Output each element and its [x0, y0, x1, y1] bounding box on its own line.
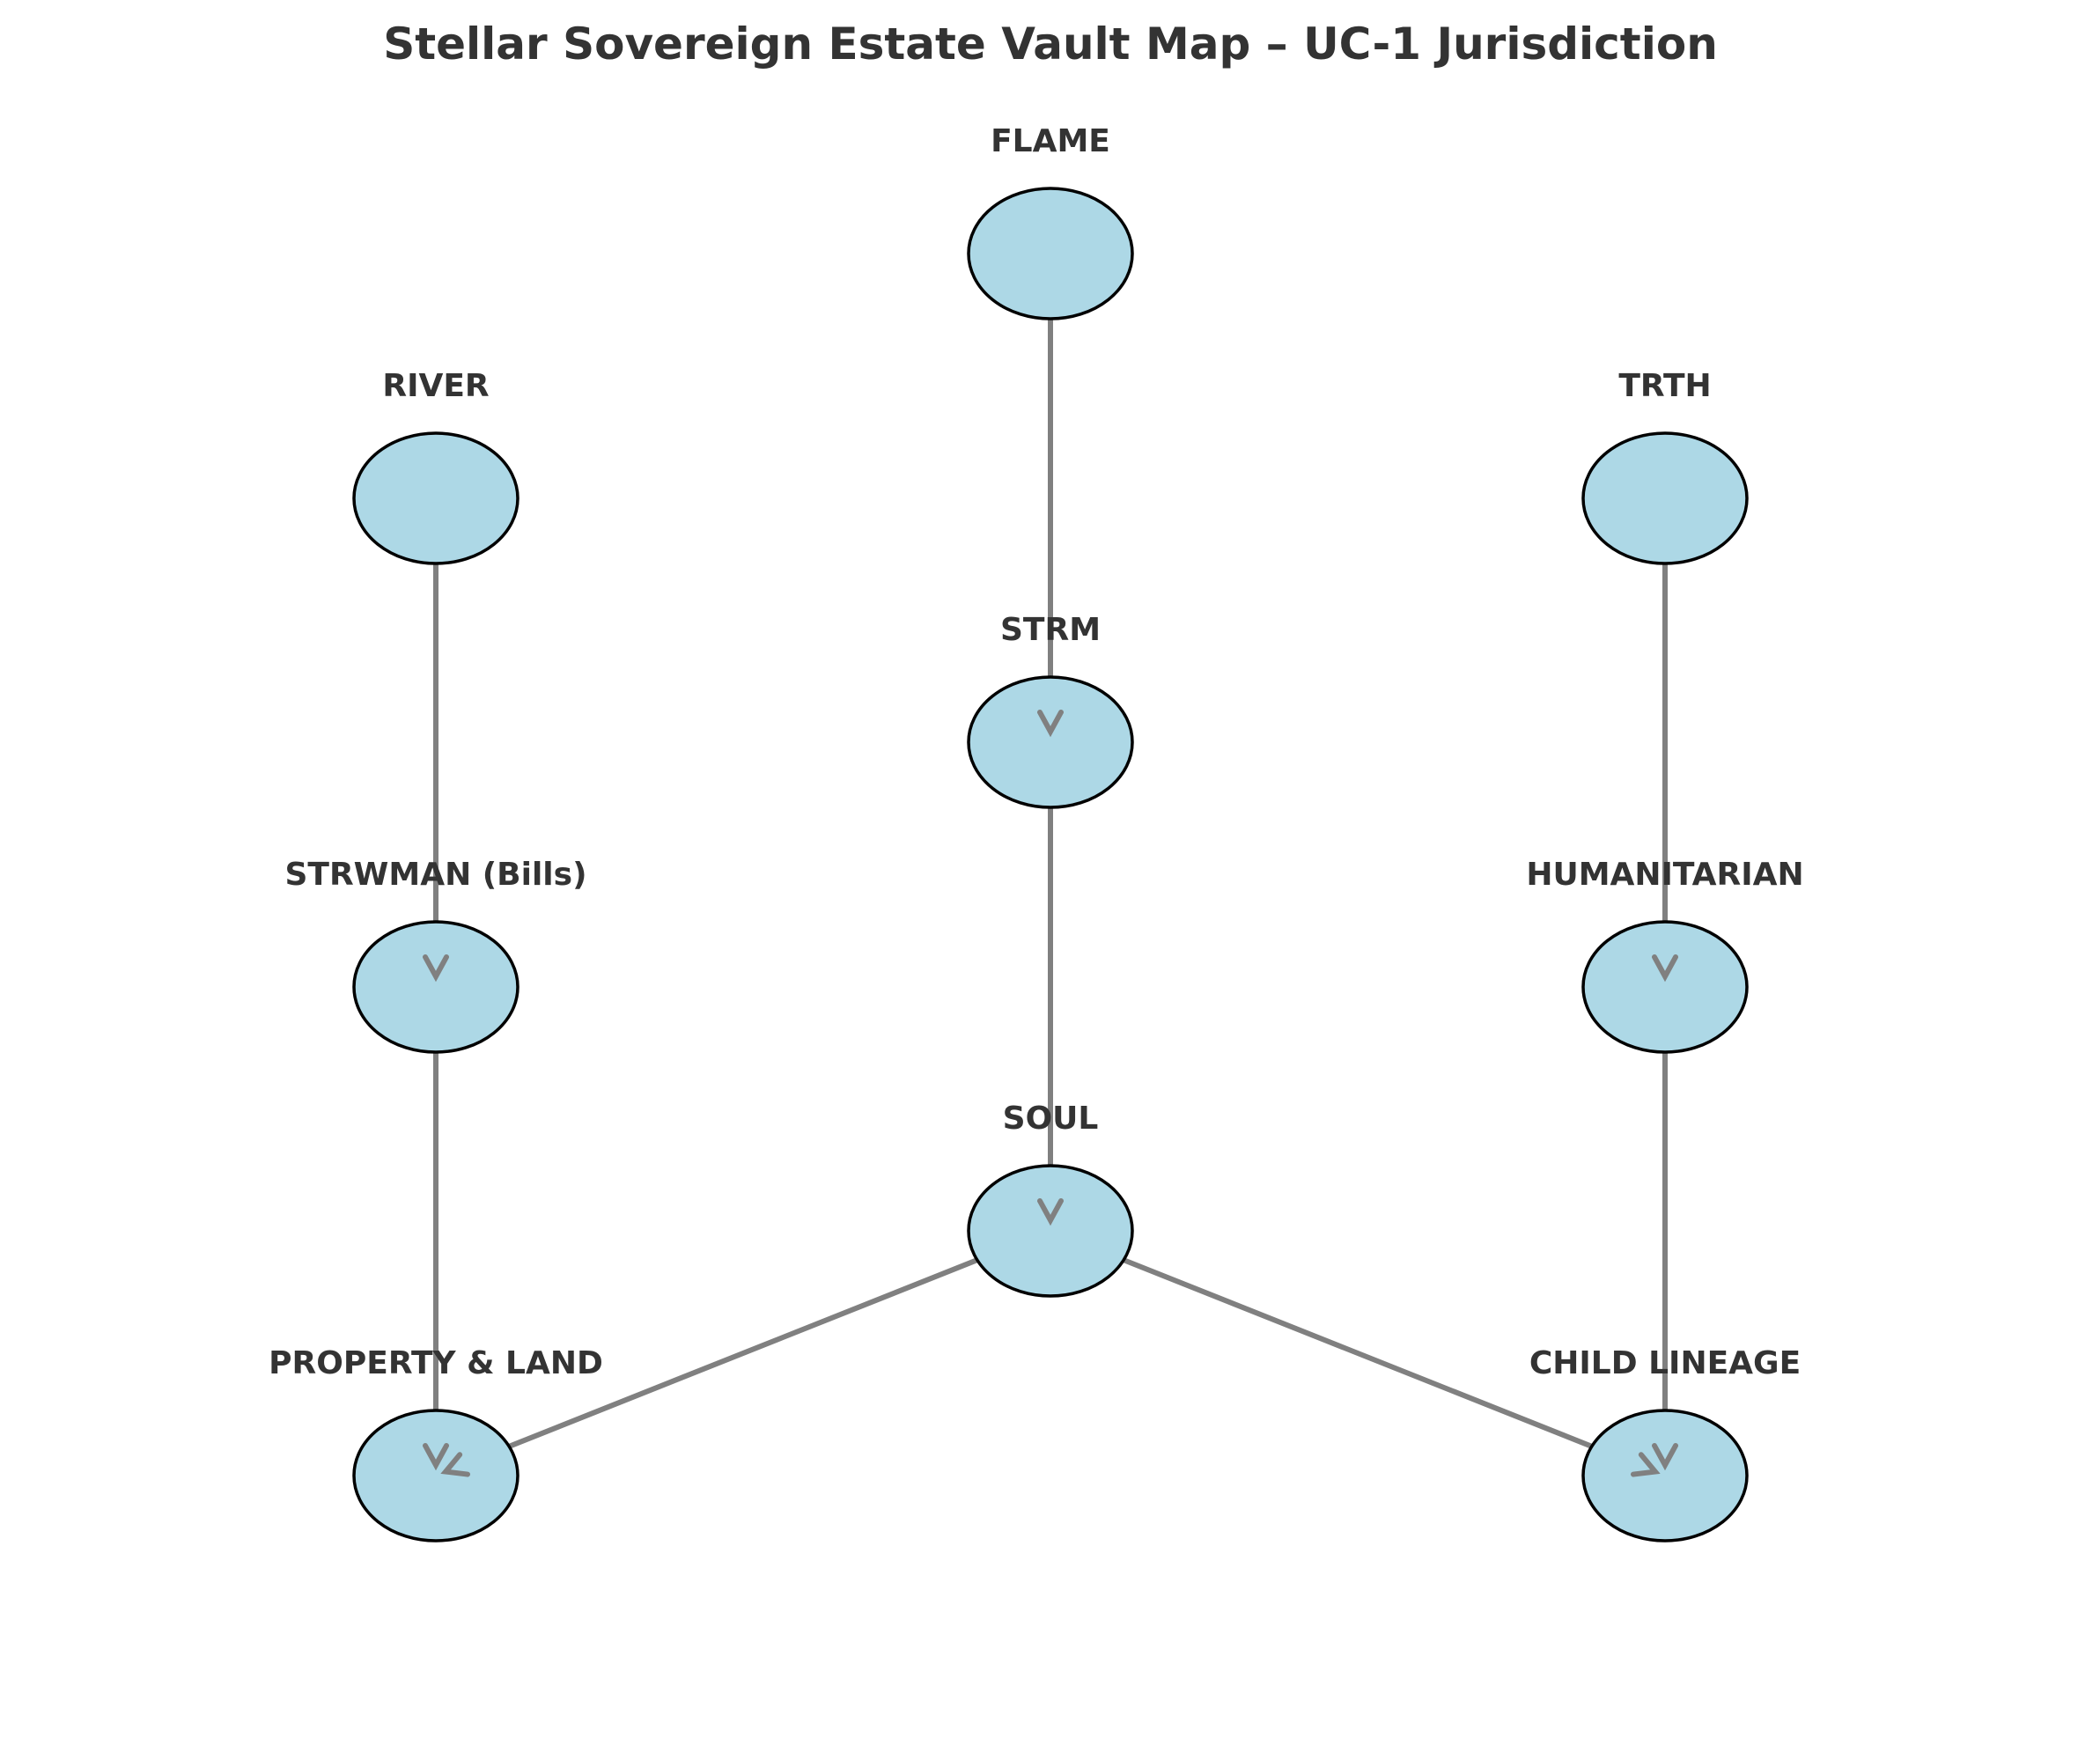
edge-soul-to-child: [1056, 1231, 1658, 1475]
node-river: RIVER: [352, 368, 519, 565]
node-river-label: RIVER: [382, 368, 489, 404]
node-strwman-shape: [352, 920, 519, 1054]
node-soul-shape: [967, 1164, 1134, 1298]
node-trth-shape: [1581, 431, 1749, 565]
node-strm-label: STRM: [1000, 612, 1101, 648]
arrowhead-soul-to-child: [1630, 1452, 1661, 1477]
arrowhead-flame-to-strm: [1037, 710, 1064, 738]
arrowhead-trth-to-humanitarian: [1652, 954, 1678, 983]
node-property-shape: [352, 1409, 519, 1543]
node-trth: TRTH: [1581, 368, 1749, 565]
arrowhead-soul-to-property: [440, 1452, 471, 1477]
node-child-shape: [1581, 1409, 1749, 1543]
node-child: CHILD LINEAGE: [1529, 1345, 1801, 1543]
arrowhead-humanitarian-to-child: [1652, 1443, 1678, 1471]
arrowhead-strm-to-soul: [1037, 1198, 1064, 1226]
node-humanitarian-label: HUMANITARIAN: [1526, 857, 1803, 893]
arrowhead-river-to-strwman: [423, 954, 449, 983]
node-flame: FLAME: [967, 123, 1134, 320]
node-strwman: STRWMAN (Bills): [284, 857, 587, 1054]
node-trth-label: TRTH: [1618, 368, 1711, 404]
node-humanitarian-shape: [1581, 920, 1749, 1054]
node-strm-shape: [967, 675, 1134, 809]
edges-layer: [433, 260, 1668, 1475]
node-flame-shape: [967, 187, 1134, 320]
edge-soul-to-property: [443, 1231, 1045, 1475]
node-strm: STRM: [967, 612, 1134, 809]
node-river-shape: [352, 431, 519, 565]
node-soul: SOUL: [967, 1101, 1134, 1298]
arrowheads-layer: [423, 710, 1678, 1477]
diagram-title: Stellar Sovereign Estate Vault Map – UC-…: [383, 18, 1718, 70]
node-child-label: CHILD LINEAGE: [1529, 1345, 1801, 1381]
node-humanitarian: HUMANITARIAN: [1526, 857, 1804, 1054]
node-property: PROPERTY & LAND: [269, 1345, 603, 1543]
arrowhead-strwman-to-property: [423, 1443, 449, 1471]
nodes-layer: FLAME RIVER TRTH STRM STRWMAN (Bills) HUMANIT…: [269, 123, 1804, 1543]
node-flame-label: FLAME: [991, 123, 1110, 159]
node-property-label: PROPERTY & LAND: [269, 1345, 603, 1381]
node-strwman-label: STRWMAN (Bills): [284, 857, 586, 893]
node-soul-label: SOUL: [1003, 1101, 1099, 1137]
